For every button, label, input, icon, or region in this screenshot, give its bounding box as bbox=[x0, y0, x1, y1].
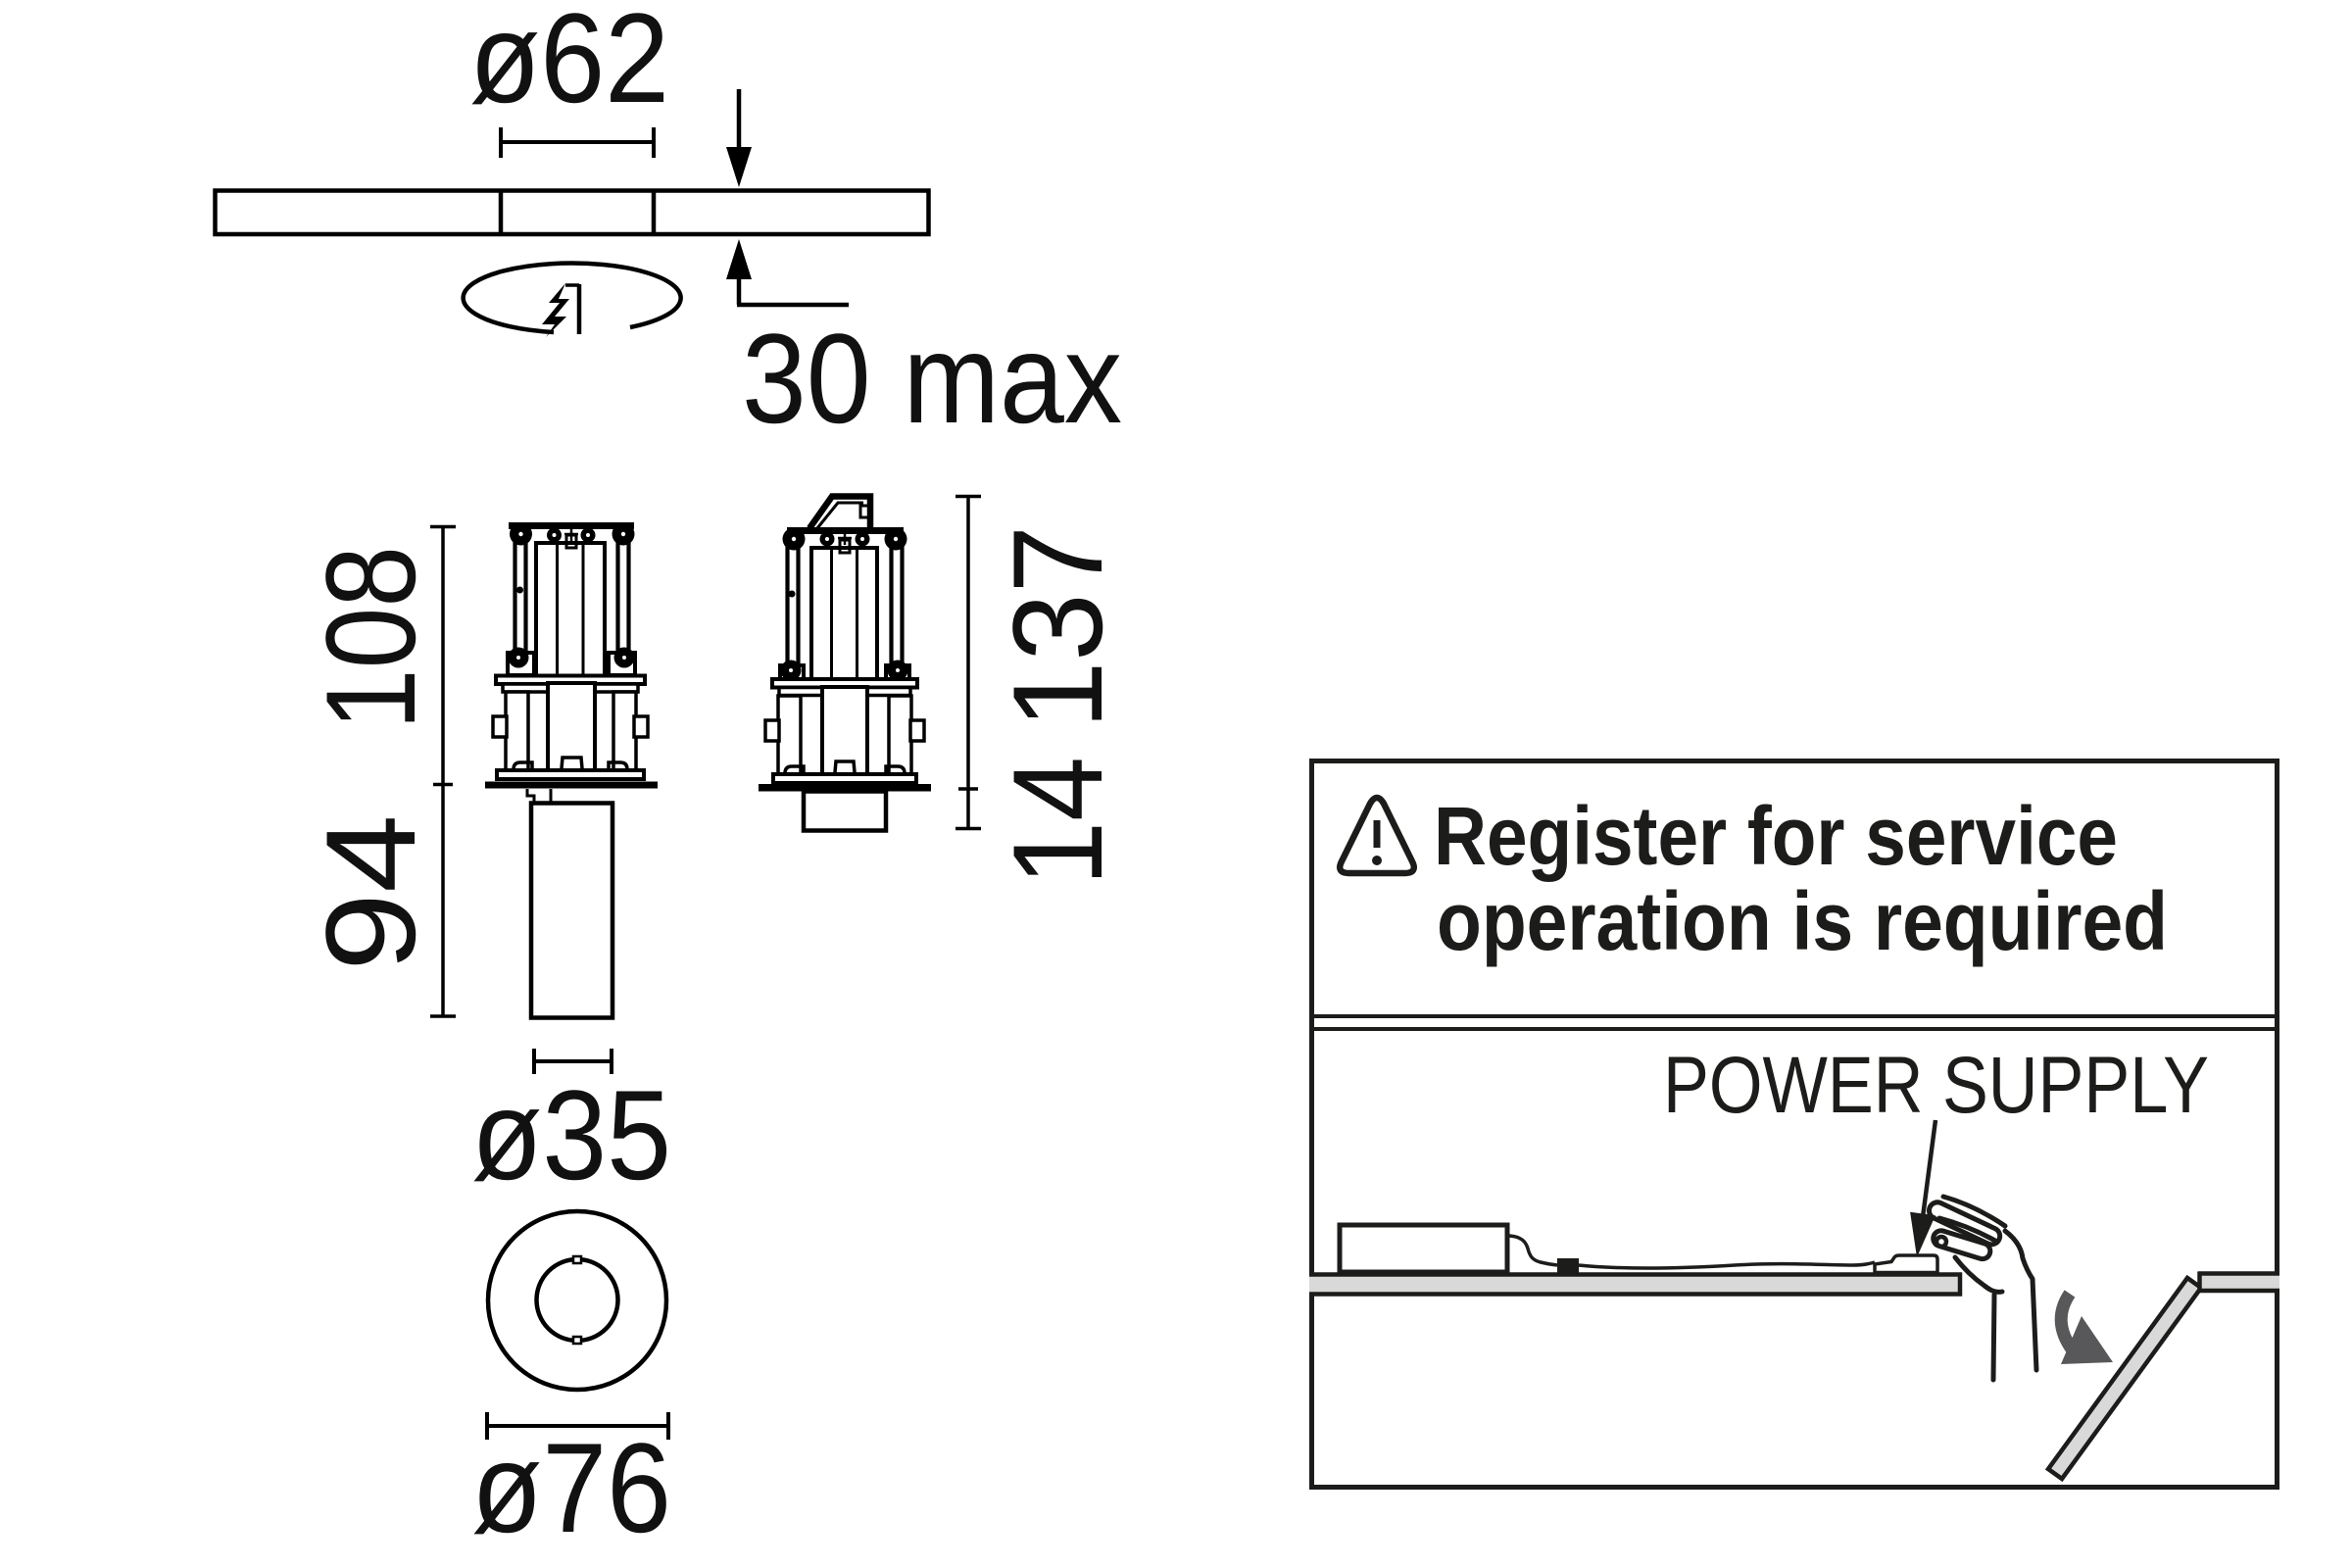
svg-text:30 max: 30 max bbox=[742, 307, 1122, 450]
svg-text:108: 108 bbox=[299, 546, 442, 730]
svg-text:ø35: ø35 bbox=[471, 1063, 671, 1206]
svg-text:94: 94 bbox=[299, 814, 442, 971]
svg-text:Register for service: Register for service bbox=[1434, 790, 2118, 882]
svg-text:14: 14 bbox=[986, 757, 1129, 886]
svg-text:POWER SUPPLY: POWER SUPPLY bbox=[1663, 1041, 2209, 1130]
svg-text:operation is required: operation is required bbox=[1437, 875, 2168, 967]
svg-text:137: 137 bbox=[986, 525, 1129, 729]
svg-text:ø76: ø76 bbox=[471, 1416, 671, 1559]
svg-text:ø62: ø62 bbox=[469, 0, 669, 129]
